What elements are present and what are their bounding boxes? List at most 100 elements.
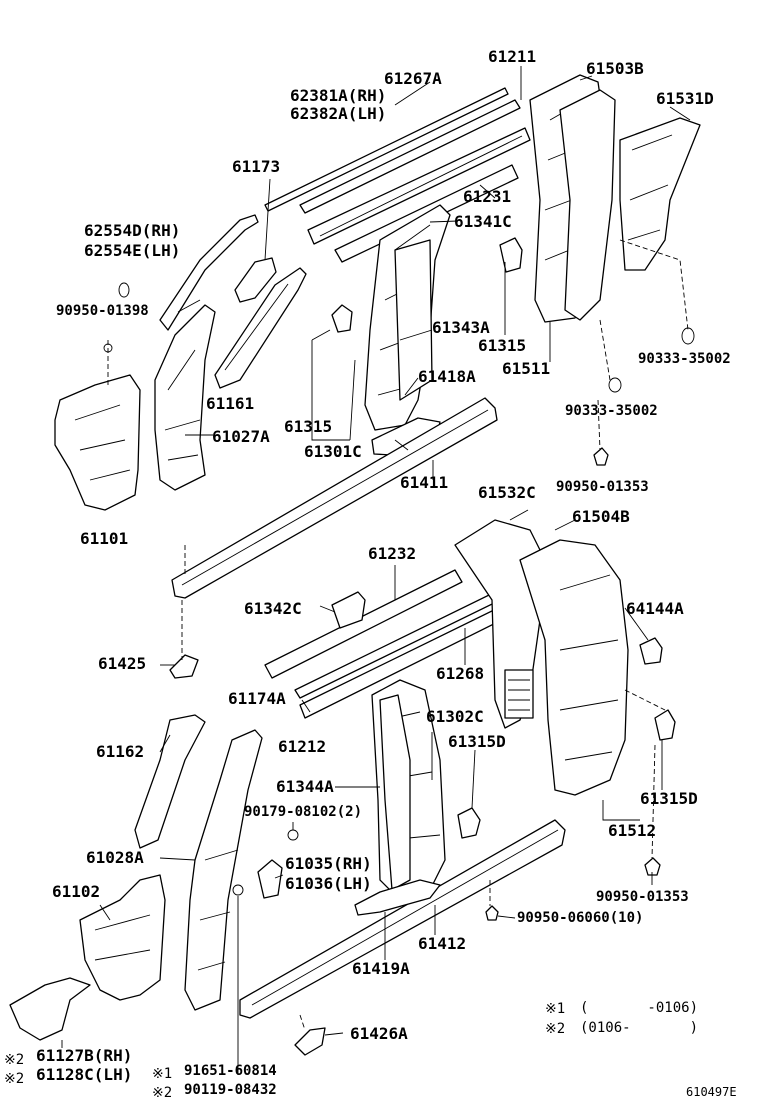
- label-62554d: 62554D(RH): [84, 221, 181, 240]
- note-2-text: (0106- ): [580, 1020, 699, 1036]
- label-61161: 61161: [206, 394, 255, 413]
- label-61315-a: 61315: [478, 336, 527, 355]
- label-90950-01398: 90950-01398: [56, 303, 149, 319]
- label-90950-01353-a: 90950-01353: [556, 479, 649, 495]
- label-61341c: 61341C: [454, 212, 512, 231]
- rail-61342c: [331, 591, 366, 629]
- label-61101: 61101: [80, 529, 129, 548]
- mark-90119: ※2: [152, 1085, 173, 1101]
- label-61301c: 61301C: [304, 442, 362, 461]
- rear-pillar-61504b: [519, 539, 629, 796]
- label-61411: 61411: [400, 473, 449, 492]
- label-61232: 61232: [368, 544, 417, 563]
- bracket-61425: [169, 654, 199, 679]
- label-90333-35002-b: 90333-35002: [565, 403, 658, 419]
- note-1-text: ( -0106): [580, 1000, 699, 1016]
- label-61426a: 61426A: [350, 1024, 408, 1043]
- label-61344a: 61344A: [276, 777, 334, 796]
- label-61036: 61036(LH): [285, 874, 372, 893]
- label-61027a: 61027A: [212, 427, 270, 446]
- a-pillar-upper: [159, 214, 259, 331]
- vent-61268: [504, 669, 534, 719]
- note-1-mark: ※1: [545, 1001, 566, 1017]
- label-61162: 61162: [96, 742, 145, 761]
- patch-61315d-a: [457, 807, 481, 839]
- label-61419a: 61419A: [352, 959, 410, 978]
- label-61302c: 61302C: [426, 707, 484, 726]
- b-pillar-inner: [394, 239, 433, 401]
- label-90950-06060: 90950-06060(10): [517, 910, 644, 926]
- label-62381a: 62381A(RH): [290, 86, 387, 105]
- label-91651: 91651-60814: [184, 1063, 277, 1079]
- cowl-side-61102: [79, 874, 166, 1001]
- nut-90950-06060: [485, 905, 499, 921]
- roof-rail-61232: [264, 569, 463, 679]
- note-2-mark: ※2: [545, 1021, 566, 1037]
- patch-61343a: [331, 304, 353, 333]
- label-61343a: 61343A: [432, 318, 490, 337]
- patch-64144a: [639, 637, 663, 665]
- a-pillar-61174a: [184, 729, 263, 1011]
- hinge-61035: [257, 859, 283, 899]
- a-pillar-inner-61161: [214, 267, 307, 389]
- label-61127b: 61127B(RH): [36, 1046, 133, 1065]
- label-61315d-a: 61315D: [448, 732, 506, 751]
- bracket-61127b: [9, 977, 91, 1041]
- mark-61128c: ※2: [4, 1071, 25, 1087]
- label-61418a: 61418A: [418, 367, 476, 386]
- bracket-61419a: [354, 879, 441, 916]
- label-61173: 61173: [232, 157, 281, 176]
- label-61342c: 61342C: [244, 599, 302, 618]
- mark-61127b: ※2: [4, 1052, 25, 1068]
- label-62382a: 62382A(LH): [290, 104, 387, 123]
- label-62554e: 62554E(LH): [84, 241, 181, 260]
- label-61267a: 61267A: [384, 69, 442, 88]
- plug-90333-b: [608, 377, 622, 393]
- label-61503b: 61503B: [586, 59, 644, 78]
- mark-91651: ※1: [152, 1066, 173, 1082]
- label-61174a: 61174A: [228, 689, 286, 708]
- bolt-90179: [287, 829, 299, 841]
- a-pillar-lower-61162: [134, 714, 206, 849]
- nut-90950-01353-a: [593, 447, 609, 466]
- label-90333-35002-a: 90333-35002: [638, 351, 731, 367]
- label-61212: 61212: [278, 737, 327, 756]
- bolt-91651: [232, 884, 244, 896]
- roof-rail-61231: [307, 127, 531, 245]
- a-pillar-61173: [234, 257, 277, 303]
- label-61511: 61511: [502, 359, 551, 378]
- label-61425: 61425: [98, 654, 147, 673]
- pillar-61531d: [619, 117, 701, 271]
- plug-90333-a: [681, 327, 695, 345]
- pillar-61511: [559, 89, 616, 321]
- nut-90950-01353-b: [644, 857, 661, 876]
- figure-code: 610497E: [686, 1085, 737, 1099]
- patch-61315-upper: [499, 237, 523, 273]
- leader-lines: [61, 66, 691, 1075]
- label-90950-01353-b: 90950-01353: [596, 889, 689, 905]
- roof-rail-61267a: [264, 87, 509, 212]
- roof-rail-61211: [299, 99, 521, 214]
- label-61412: 61412: [418, 934, 467, 953]
- assembly-lines: [107, 239, 689, 1031]
- patch-61315d-b: [654, 709, 676, 741]
- label-90119: 90119-08432: [184, 1082, 277, 1098]
- a-pillar-lower-61027a: [154, 304, 216, 491]
- label-61504b: 61504B: [572, 507, 630, 526]
- label-61268: 61268: [436, 664, 485, 683]
- label-90179-08102: 90179-08102(2): [244, 804, 363, 820]
- label-61102: 61102: [52, 882, 101, 901]
- label-61315d-b: 61315D: [640, 789, 698, 808]
- label-61211: 61211: [488, 47, 537, 66]
- label-61512: 61512: [608, 821, 657, 840]
- label-61035: 61035(RH): [285, 854, 372, 873]
- b-pillar-inner-61344a: [379, 694, 411, 891]
- clip-62554: [118, 282, 130, 298]
- bracket-61426a: [294, 1027, 326, 1056]
- label-61028a: 61028A: [86, 848, 144, 867]
- label-64144a: 64144A: [626, 599, 684, 618]
- label-61231: 61231: [463, 187, 512, 206]
- label-61532c: 61532C: [478, 483, 536, 502]
- label-61315-b: 61315: [284, 417, 333, 436]
